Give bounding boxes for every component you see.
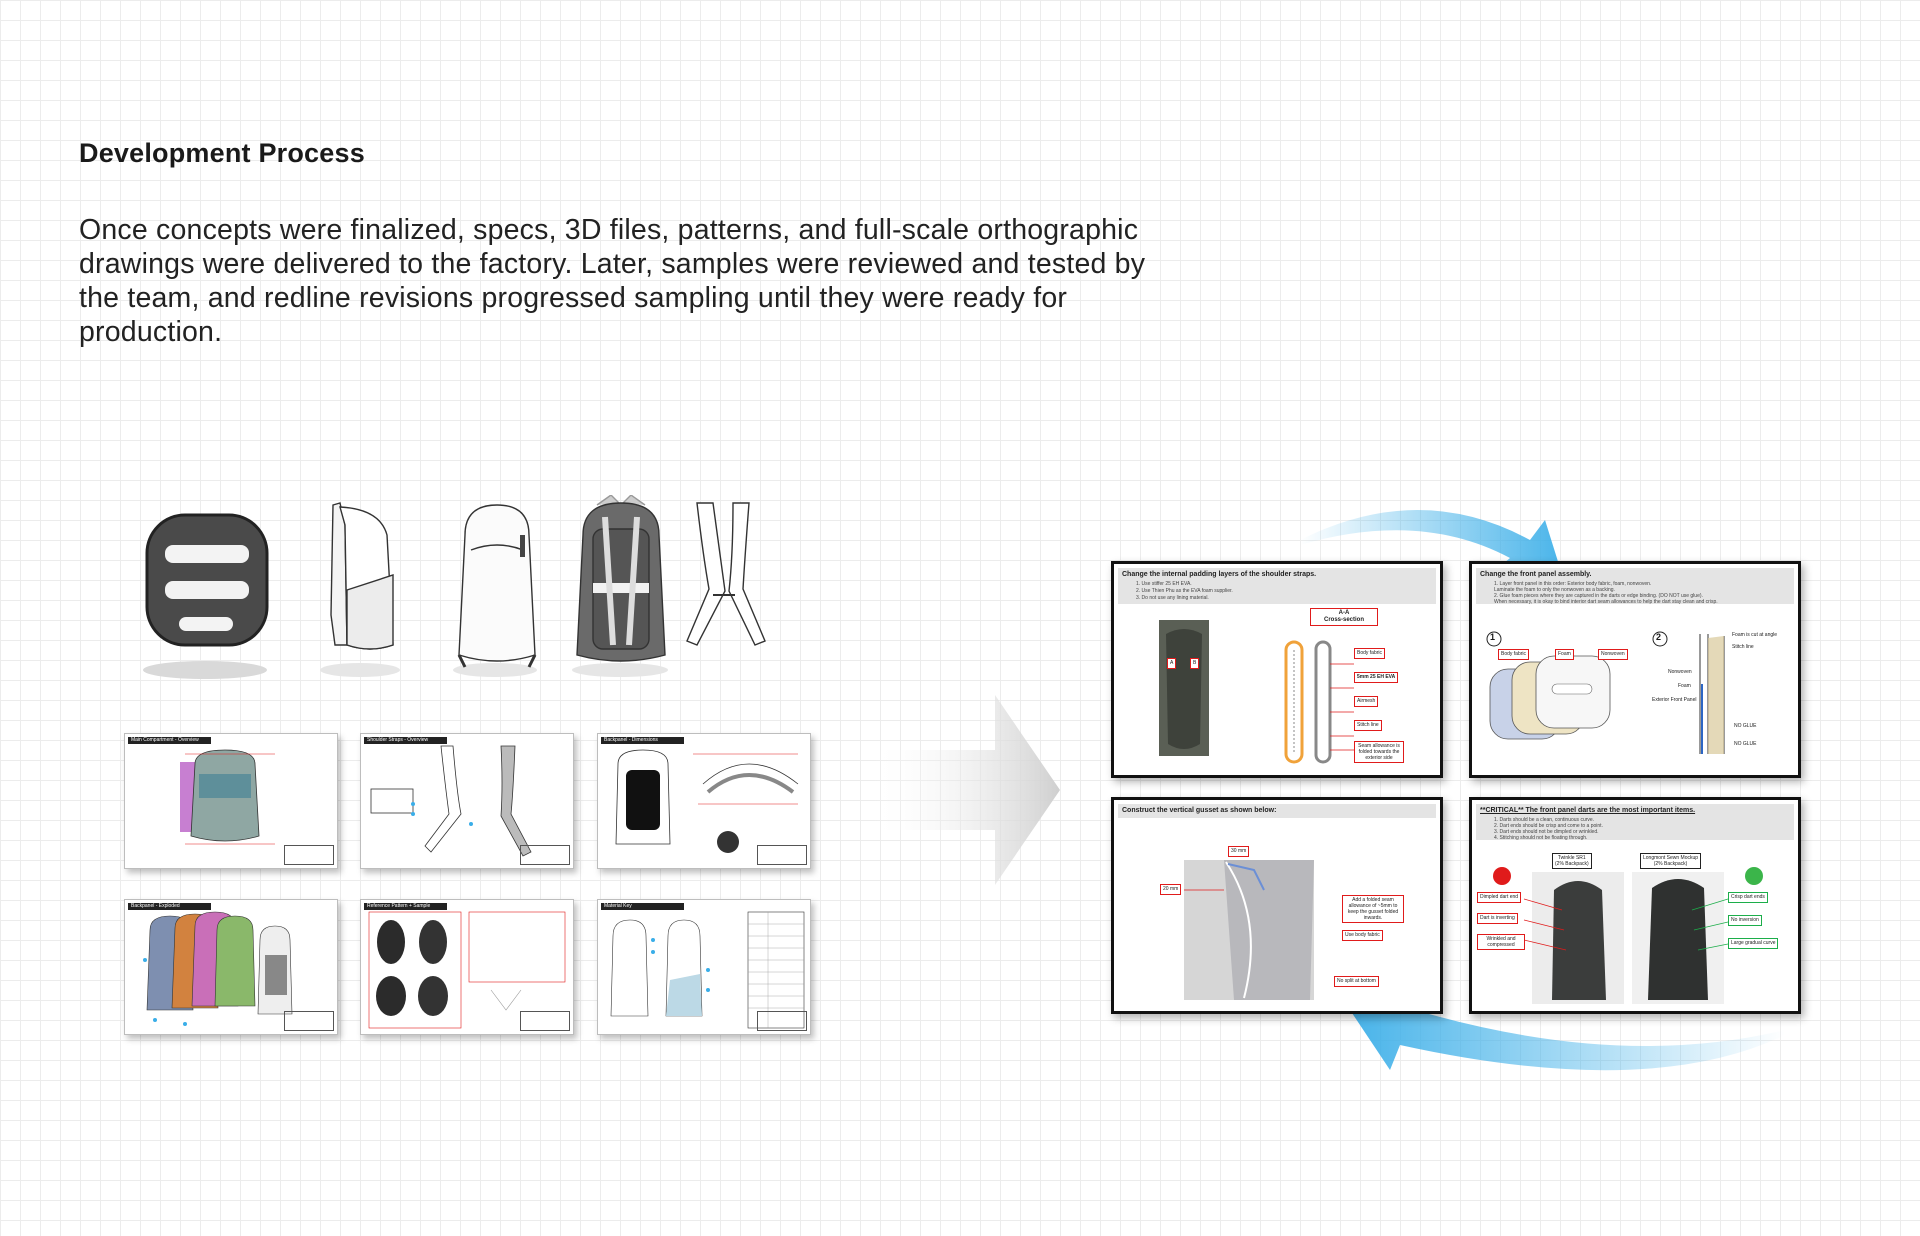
front-view-drawing-icon xyxy=(457,504,537,668)
exploded-view-drawing-icon xyxy=(143,911,293,1026)
front-panel-layers-drawing-icon xyxy=(1486,631,1725,754)
tech-pack-sheet: Main Compartment - Overview xyxy=(124,733,338,869)
tech-pack-sheet: Reference Pattern + Sample xyxy=(360,899,574,1035)
shoulder-straps-drawing-icon xyxy=(686,502,766,646)
tech-pack-sheet: Backpanel - Exploded xyxy=(124,899,338,1035)
tech-pack-sheet: Material Key xyxy=(597,899,811,1035)
side-view-drawing-icon xyxy=(330,502,394,650)
dart-comparison-photo-icon xyxy=(1493,867,1763,1004)
gusset-sample-photo-icon xyxy=(1184,860,1314,1000)
tech-pack-sheet: Shoulder Straps - Overview xyxy=(360,733,574,869)
tech-pack-sheet: Backpanel - Dimensions xyxy=(597,733,811,869)
redline-slide-front-panel: Change the front panel assembly. 1. Laye… xyxy=(1469,561,1801,778)
reference-sample-photo-icon xyxy=(368,911,566,1029)
section-description: Once concepts were finalized, specs, 3D … xyxy=(79,214,1146,348)
redline-slide-vertical-gusset: Construct the vertical gusset as shown b… xyxy=(1111,797,1443,1014)
back-view-drawing-icon xyxy=(576,495,666,662)
process-arrow-icon xyxy=(870,695,1060,885)
redline-slide-front-darts: **CRITICAL** The front panel darts are t… xyxy=(1469,797,1801,1014)
product-views-illustration xyxy=(143,495,766,679)
backpanel-frame-3d-icon xyxy=(145,513,269,647)
redline-slide-shoulder-padding: Change the internal padding layers of th… xyxy=(1111,561,1443,778)
backpanel-dimension-drawing-icon xyxy=(615,749,799,853)
section-heading: Development Process xyxy=(79,138,365,168)
shoulder-strap-drawing-icon xyxy=(370,745,532,857)
main-compartment-drawing-icon xyxy=(180,749,275,845)
material-key-drawing-icon xyxy=(610,911,805,1029)
